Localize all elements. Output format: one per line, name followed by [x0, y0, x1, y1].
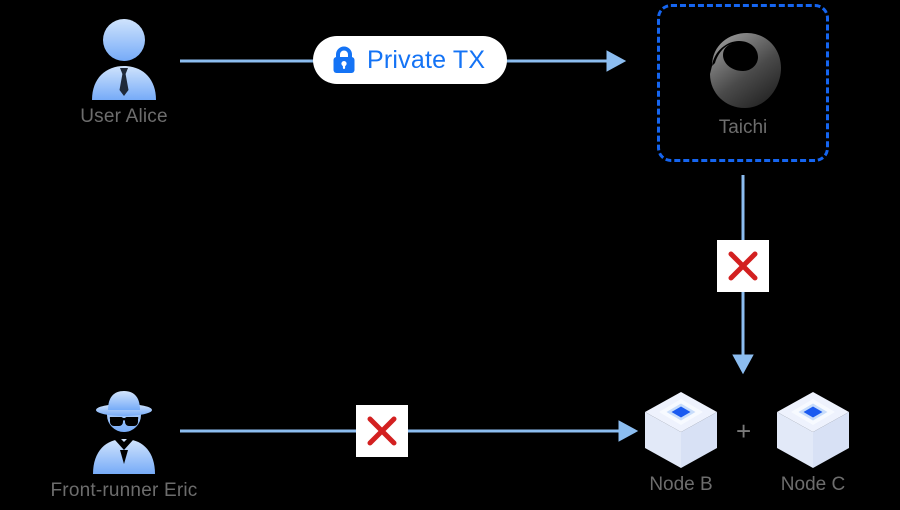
badge-private-tx[interactable]: Private TX — [313, 36, 508, 84]
actor-eric-label: Front-runner Eric — [50, 480, 198, 501]
actor-eric[interactable]: Front-runner Eric — [51, 388, 197, 502]
badge-private-tx-label: Private TX — [367, 45, 486, 74]
relay-taichi-label: Taichi — [718, 117, 768, 138]
node-b-label: Node B — [649, 474, 713, 495]
node-c-label: Node C — [780, 474, 846, 495]
red-x-icon — [367, 416, 397, 446]
user-tie-icon — [92, 19, 156, 100]
actor-alice[interactable]: User Alice — [64, 14, 184, 128]
blocker-eric-to-nodes[interactable] — [356, 405, 408, 457]
lock-icon — [333, 46, 355, 73]
join-plus-symbol: + — [736, 416, 752, 446]
node-b[interactable]: Node B — [638, 386, 724, 496]
actor-alice-label: User Alice — [80, 106, 168, 127]
spy-hat-sunglasses-icon — [93, 391, 155, 474]
red-x-icon — [728, 251, 758, 281]
node-c[interactable]: Node C — [770, 386, 856, 496]
relay-taichi[interactable]: Taichi — [657, 4, 829, 162]
blocker-taichi-to-nodes[interactable] — [717, 240, 769, 292]
cube-node-icon — [645, 392, 717, 468]
cube-node-icon — [777, 392, 849, 468]
taichi-yinyang-icon — [710, 33, 781, 108]
